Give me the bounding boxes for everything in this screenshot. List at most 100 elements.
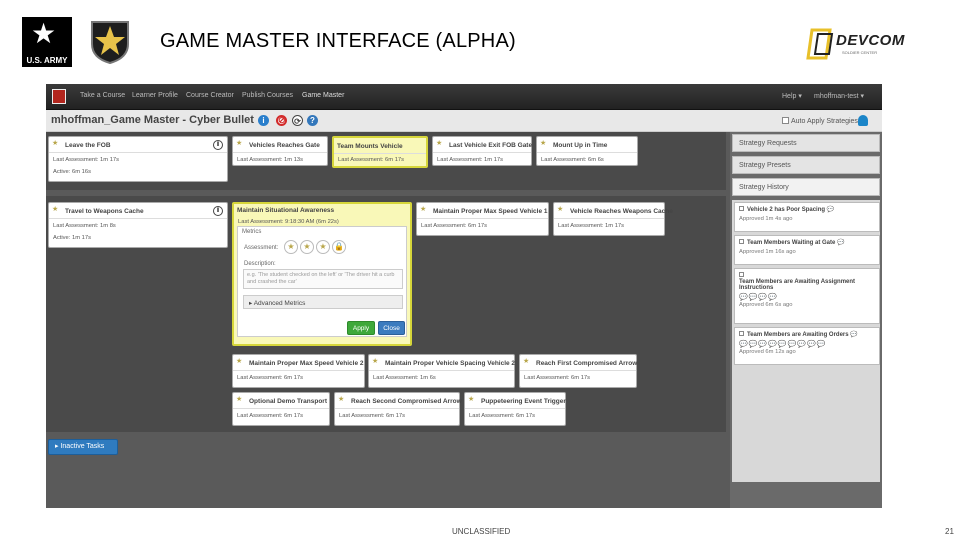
nav-help[interactable]: Help ▾: [782, 93, 802, 100]
task-card-last-vehicle-exit[interactable]: ★ Last Vehicle Exit FOB Gate Last Assess…: [432, 136, 532, 166]
star-rating-icon: ★: [420, 206, 427, 213]
inactive-tasks-button[interactable]: ▸ Inactive Tasks: [48, 439, 118, 455]
last-assessment: Last Assessment: 6m 6s: [541, 157, 604, 163]
pause-icon[interactable]: ‖: [213, 140, 223, 150]
info-icon[interactable]: i: [258, 115, 269, 126]
task-card-mount-up-in-time[interactable]: ★ Mount Up in Time Last Assessment: 6m 6…: [536, 136, 638, 166]
star-rating-icon[interactable]: ★: [316, 240, 330, 254]
advanced-metrics-label: Advanced Metrics: [253, 300, 306, 307]
checkbox-icon: [739, 272, 744, 277]
star-icon: ★: [31, 18, 57, 49]
auto-apply-label: Auto Apply Strategies: [791, 118, 858, 125]
history-item[interactable]: Team Members Waiting at Gate 💬 Approved …: [734, 235, 880, 265]
devcom-logo: DEVCOM SOLDIER CENTER: [806, 24, 938, 64]
last-assessment: Last Assessment: 1m 6s: [373, 375, 436, 381]
strategy-sidebar: Strategy Requests Strategy Presets Strat…: [730, 132, 882, 508]
nav-user-menu[interactable]: mhoffman-test ▾: [814, 93, 865, 100]
nav-take-course[interactable]: Take a Course: [80, 92, 126, 99]
star-rating-icon[interactable]: ★: [300, 240, 314, 254]
app-logo-icon[interactable]: [52, 89, 66, 104]
star-rating-icon: ★: [52, 140, 59, 147]
nav-learner-profile[interactable]: Learner Profile: [132, 92, 178, 99]
task-title: Team Mounts Vehicle: [337, 143, 403, 150]
advanced-metrics-toggle[interactable]: ▸ Advanced Metrics: [243, 295, 403, 309]
message-icon: 💬: [826, 207, 835, 213]
last-assessment: Last Assessment: 6m 17s: [421, 223, 488, 229]
history-item[interactable]: Team Members are Awaiting Orders 💬 💬💬💬💬💬…: [734, 327, 880, 365]
task-title: Vehicle Reaches Weapons Cache: [570, 208, 673, 215]
task-title: Maintain Proper Max Speed Vehicle 2: [249, 360, 364, 367]
navbar: Take a Course Learner Profile Course Cre…: [46, 84, 882, 110]
nav-course-creator[interactable]: Course Creator: [186, 92, 234, 99]
task-title: Vehicles Reaches Gate: [249, 142, 320, 149]
history-item[interactable]: Vehicle 2 has Poor Spacing 💬 Approved 1m…: [734, 202, 880, 232]
assessment-selector[interactable]: ★★★🔒: [282, 240, 346, 254]
task-card-leave-fob[interactable]: ★ Leave the FOB ‖ Last Assessment: 1m 17…: [48, 136, 228, 182]
task-card-first-compromised-arrow[interactable]: ★ Reach First Compromised Arrow Last Ass…: [519, 354, 637, 388]
nav-game-master[interactable]: Game Master: [302, 92, 345, 99]
apply-button[interactable]: Apply: [347, 321, 375, 335]
last-assessment: Last Assessment: 1m 8s: [53, 223, 116, 229]
star-rating-icon: ★: [236, 140, 243, 147]
pause-icon[interactable]: ‖: [213, 206, 223, 216]
last-assessment: Last Assessment: 1m 17s: [437, 157, 504, 163]
description-field[interactable]: e.g. 'The student checked on the left' o…: [243, 269, 403, 289]
checkbox-icon: [739, 331, 744, 336]
close-button[interactable]: Close: [378, 321, 405, 335]
nav-publish-courses[interactable]: Publish Courses: [242, 92, 293, 99]
last-assessment: Last Assessment: 6m 17s: [339, 413, 406, 419]
task-lane-2: ★ Travel to Weapons Cache ‖ Last Assessm…: [46, 196, 726, 432]
metrics-label: Metrics: [242, 229, 262, 235]
task-card-puppeteering-event-trigger[interactable]: ★ Puppeteering Event Trigger Last Assess…: [464, 392, 566, 426]
task-card-vehicle-reaches-weapons-cache[interactable]: ★ Vehicle Reaches Weapons Cache Last Ass…: [553, 202, 673, 236]
auto-apply-checkbox[interactable]: [782, 117, 789, 124]
history-time: Approved 1m 16s ago: [739, 249, 796, 255]
devcom-sub-text: SOLDIER CENTER: [842, 50, 878, 55]
bell-icon[interactable]: [858, 115, 868, 126]
history-title: Vehicle 2 has Poor Spacing: [747, 207, 826, 213]
task-card-situational-awareness[interactable]: Maintain Situational Awareness Last Asse…: [232, 202, 412, 346]
inactive-tasks-label: Inactive Tasks: [60, 443, 105, 450]
slide-title: GAME MASTER INTERFACE (ALPHA): [160, 30, 516, 52]
task-title: Maintain Proper Max Speed Vehicle 1: [433, 208, 548, 215]
task-title: Maintain Situational Awareness: [237, 207, 335, 214]
metrics-panel: Metrics Assessment: ★★★🔒 Description: e.…: [237, 226, 407, 337]
stop-icon[interactable]: ⊘: [276, 115, 287, 126]
star-rating-icon: ★: [557, 206, 564, 213]
task-card-max-speed-vehicle-1[interactable]: ★ Maintain Proper Max Speed Vehicle 1 La…: [416, 202, 549, 236]
classification-label: UNCLASSIFIED: [452, 527, 511, 536]
task-title: Travel to Weapons Cache: [65, 208, 144, 215]
task-card-travel-weapons-cache[interactable]: ★ Travel to Weapons Cache ‖ Last Assessm…: [48, 202, 228, 248]
task-lane-1: ★ Leave the FOB ‖ Last Assessment: 1m 17…: [46, 132, 726, 190]
history-item[interactable]: Team Members are Awaiting Assignment Ins…: [734, 268, 880, 324]
devcom-logo-text: DEVCOM: [836, 32, 905, 49]
task-card-optional-demo-transport[interactable]: ★ Optional Demo Transport Last Assessmen…: [232, 392, 330, 426]
task-card-second-compromised-arrow[interactable]: ★ Reach Second Compromised Arrow Last As…: [334, 392, 462, 426]
task-card-team-mounts-vehicle[interactable]: Team Mounts Vehicle Last Assessment: 6m …: [332, 136, 428, 168]
task-title: Maintain Proper Vehicle Spacing Vehicle …: [385, 360, 516, 367]
task-title: Reach Second Compromised Arrow: [351, 398, 462, 405]
star-rating-icon[interactable]: ★: [284, 240, 298, 254]
star-rating-icon: ★: [372, 358, 379, 365]
army-logo: ★ U.S. ARMY: [22, 17, 72, 67]
strategy-history-list: Vehicle 2 has Poor Spacing 💬 Approved 1m…: [732, 200, 880, 482]
page-number: 21: [945, 527, 954, 536]
page-header: mhoffman_Game Master - Cyber Bullet i ⊘ …: [46, 110, 882, 132]
active-time: Active: 6m 16s: [53, 169, 92, 175]
tab-strategy-requests[interactable]: Strategy Requests: [732, 134, 880, 152]
history-time: Approved 1m 4s ago: [739, 216, 793, 222]
army-logo-text: U.S. ARMY: [26, 56, 68, 65]
task-card-vehicle-spacing-vehicle-2[interactable]: ★ Maintain Proper Vehicle Spacing Vehicl…: [368, 354, 515, 388]
task-card-max-speed-vehicle-2[interactable]: ★ Maintain Proper Max Speed Vehicle 2 La…: [232, 354, 365, 388]
last-assessment: Last Assessment: 6m 17s: [524, 375, 591, 381]
auto-apply-toggle[interactable]: Auto Apply Strategies: [782, 117, 858, 125]
task-card-vehicles-reaches-gate[interactable]: ★ Vehicles Reaches Gate Last Assessment:…: [232, 136, 328, 166]
tab-strategy-presets[interactable]: Strategy Presets: [732, 156, 880, 174]
tab-strategy-history[interactable]: Strategy History: [732, 178, 880, 196]
refresh-icon[interactable]: ⟳: [292, 115, 303, 126]
help-icon[interactable]: ?: [307, 115, 318, 126]
history-time: Approved 6m 12s ago: [739, 349, 796, 355]
description-label: Description:: [244, 261, 276, 267]
last-assessment: Last Assessment: 6m 17s: [469, 413, 536, 419]
lock-icon[interactable]: 🔒: [332, 240, 346, 254]
